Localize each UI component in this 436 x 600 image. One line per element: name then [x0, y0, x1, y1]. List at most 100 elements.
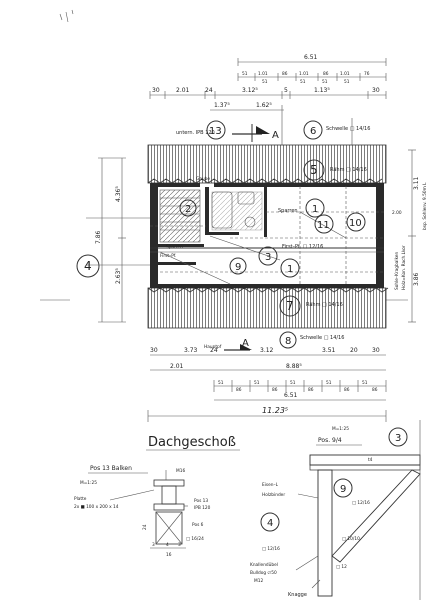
pos94-callout-3: 3	[388, 427, 408, 447]
callout-1b: 1	[280, 258, 300, 278]
pos13-platte: Platte	[74, 496, 87, 502]
dim-overall-top: 6.51	[304, 54, 318, 61]
pos94-size-2: □ 10/10	[342, 536, 360, 542]
section-marker-top: A	[232, 124, 279, 142]
plan-labels: untern. IPB 120 Schwelle □ 14/16 Rähm □ …	[160, 126, 370, 350]
dim-right-200: 2.00	[392, 210, 402, 216]
pos13-ipb: IPB 120	[194, 505, 211, 511]
pos94-size-4: □ 12	[336, 564, 347, 570]
label-rahm-bottom: Rähm □ 14/16	[306, 302, 343, 308]
dim-small-6: 1.01	[340, 71, 350, 77]
dim-bot-small-7: 51	[326, 380, 332, 386]
svg-text:3: 3	[265, 252, 271, 263]
pos13-pos6-size: □ 16/24	[186, 536, 204, 542]
dim-bot-small-4: 86	[272, 387, 278, 393]
pos94-holzbinder: Holzbinder	[262, 492, 285, 498]
note-right-1: Sohle–Kragbalken	[394, 251, 400, 290]
pos13-dim-3a: 3	[152, 542, 155, 548]
dim-right-386: 3.86	[413, 272, 420, 286]
svg-text:4: 4	[84, 259, 92, 273]
label-schwelle-bottom: Schwelle □ 14/16	[300, 335, 344, 341]
section-label-bottom: A	[242, 338, 249, 349]
callout-13: 13	[206, 120, 226, 140]
callout-10: 10	[346, 212, 366, 232]
pos94-scale: M=1:25	[332, 426, 349, 432]
bottom-dimension-chain: 30 3.73 24 3.12 3.51 20 30 2.01 8.88⁵ 51…	[147, 347, 387, 422]
roof-bottom-strip	[147, 287, 387, 329]
callout-8: 8	[279, 331, 297, 349]
pos94-knagge: Knagge	[288, 592, 307, 598]
pos13-title: Pos 13 Balken	[90, 465, 132, 472]
svg-text:9: 9	[340, 484, 346, 495]
label-rahm-top: Rähm □ 14/16	[330, 167, 367, 173]
pos13-m16: M16	[176, 468, 185, 474]
dim-bot-312: 3.12	[260, 347, 274, 354]
dim-bot-small-2: 86	[236, 387, 242, 393]
roof-top-strip	[147, 144, 387, 184]
label-haupt: Hauptpf	[204, 344, 222, 350]
dim-bot-20: 20	[350, 347, 358, 354]
pos13-dim-4: 4	[166, 542, 169, 548]
pos13-platte-dims: 2x ■ 100 x 200 x 14	[74, 504, 119, 510]
detail-pos13: Pos 13 Balken M=1:25 M16 Platte 2x ■ 100…	[74, 465, 211, 558]
dim-bot-24: 24	[210, 347, 218, 354]
svg-text:9: 9	[235, 262, 241, 273]
dim-bot-small-3: 51	[254, 380, 260, 386]
section-marker-bottom: A	[224, 338, 252, 351]
label-firstpf: First–Pf. □ 12/16	[282, 244, 323, 250]
pos94-size-3: □ 12/16	[262, 546, 280, 552]
label-sparren-mid: Sparren	[166, 244, 183, 250]
callout-3: 3	[258, 246, 278, 266]
dim-bot-small-9: 51	[362, 380, 368, 386]
dim-top-30-right: 30	[372, 87, 380, 94]
dim-beam-left: 1.37⁵	[214, 102, 230, 109]
pos94-title: Pos. 9/4	[318, 437, 342, 444]
dim-small-7: 76	[364, 71, 370, 77]
dim-left-786: 7.86	[95, 230, 102, 244]
dim-bot-30-left: 30	[150, 347, 158, 354]
dim-bot-small-5: 51	[290, 380, 296, 386]
svg-text:5: 5	[310, 163, 318, 177]
dim-top-5: 5	[284, 87, 288, 94]
pos13-dim-3b: 3	[178, 542, 181, 548]
dim-top-30-left: 30	[152, 87, 160, 94]
dim-bot-small-10: 86	[372, 387, 378, 393]
dim-left-4365: 4.36⁵	[115, 186, 122, 202]
callout-5: 5	[303, 159, 325, 181]
section-label-top: A	[272, 130, 279, 141]
svg-text:2: 2	[185, 204, 191, 215]
callout-6: 6	[303, 120, 323, 140]
pos13-dim-24: 24	[142, 524, 148, 530]
pos94-kd3: M12	[254, 578, 263, 584]
svg-text:13: 13	[209, 126, 222, 137]
bathroom	[211, 191, 263, 231]
top-dimension-chain: 6.51 51 1.01 86 1.01 86 1.01 76 51 51 51…	[149, 54, 387, 111]
pos13-label: Pos 13	[194, 498, 208, 504]
dim-small-4: 1.01	[299, 71, 309, 77]
plan-body: A A	[40, 105, 389, 351]
pos94-kd1: Knallendübel	[250, 562, 278, 568]
label-first-left: First–Pf.	[160, 253, 176, 259]
callout-4: 4	[76, 254, 100, 278]
dim-small-sub-2: 51	[300, 79, 306, 85]
svg-text:1: 1	[312, 204, 318, 215]
svg-text:1: 1	[287, 264, 293, 275]
dim-small-2: 1.01	[258, 71, 268, 77]
dim-bot-small-6: 86	[308, 387, 314, 393]
svg-text:4: 4	[267, 518, 273, 529]
dim-bot-651: 6.51	[284, 392, 298, 399]
pos94-eisenL: Eisen–L	[262, 482, 279, 488]
svg-text:10: 10	[349, 218, 362, 229]
dim-small-3: 86	[282, 71, 288, 77]
dim-bot-30-right: 30	[372, 347, 380, 354]
dim-bot-373: 3.73	[184, 347, 198, 354]
pos94-callout-9: 9	[333, 478, 353, 498]
pos13-dim-16: 16	[166, 552, 172, 558]
left-dimension-chain: 4.36⁵ 7.86 2.63⁵	[95, 157, 126, 323]
svg-text:7: 7	[286, 299, 294, 313]
dim-top-3125: 3.12⁵	[242, 87, 258, 94]
dim-top-201: 2.01	[176, 87, 190, 94]
dim-bot-8885: 8.88⁵	[286, 363, 302, 370]
dim-top-24: 24	[205, 87, 213, 94]
